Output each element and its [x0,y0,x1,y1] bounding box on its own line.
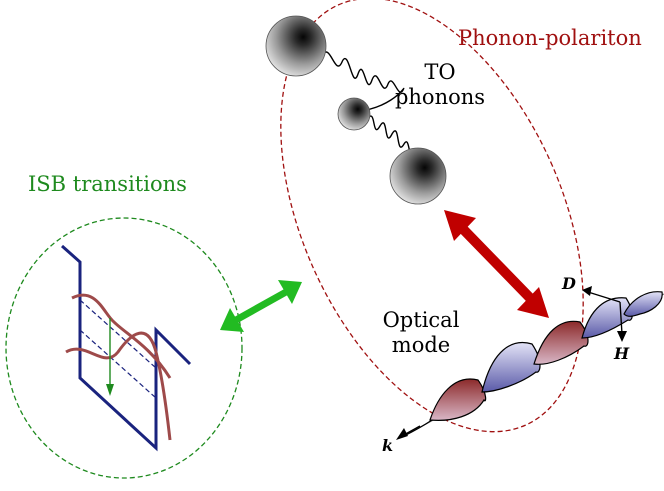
energy-level-1 [79,299,157,369]
wave-lobe-3 [533,320,589,365]
isb-ellipse [5,217,243,479]
to-phonons-illustration [265,15,447,205]
d-arrow-line [587,291,621,303]
phonon-ball-small [337,97,371,131]
h-arrow-line [619,301,623,335]
isb-transitions-label: ISB transitions [28,172,187,196]
wavefunction-ground [71,293,172,379]
isb-transition-arrowhead [106,384,114,396]
phonon-polariton-label: Phonon-polariton [458,26,642,50]
to-phonons-line1: TO [424,60,456,84]
h-arrowhead [617,331,627,342]
energy-level-2 [79,329,157,399]
wave-lobe-2 [481,342,541,393]
green-double-arrow [220,280,302,332]
wave-lobe-1 [429,378,487,421]
optical-mode-wave [396,286,664,440]
optical-mode-line1: Optical [382,308,460,332]
field-h-label: H [614,344,630,363]
wave-tail [403,419,433,437]
to-phonons-label: TO phonons [380,62,500,108]
wavefunction-excited [65,331,172,441]
phonon-spring-upper [321,51,405,113]
quantum-well-potential [61,244,192,452]
optical-mode-label: Optical mode [366,310,476,356]
k-arrowhead [396,428,408,440]
field-d-label: D [562,274,576,293]
quantum-well-illustration [61,244,192,452]
wavevector-k-label: k [382,436,394,455]
red-double-arrow [444,210,549,318]
phonon-ball-large-top [265,15,327,77]
phonon-polariton-ellipse [280,0,584,433]
d-arrowhead [582,286,592,296]
optical-mode-line2: mode [391,333,451,357]
phonon-ball-large-bottom [389,147,447,205]
to-phonons-line2: phonons [394,85,486,109]
wave-lobe-5 [623,291,663,317]
